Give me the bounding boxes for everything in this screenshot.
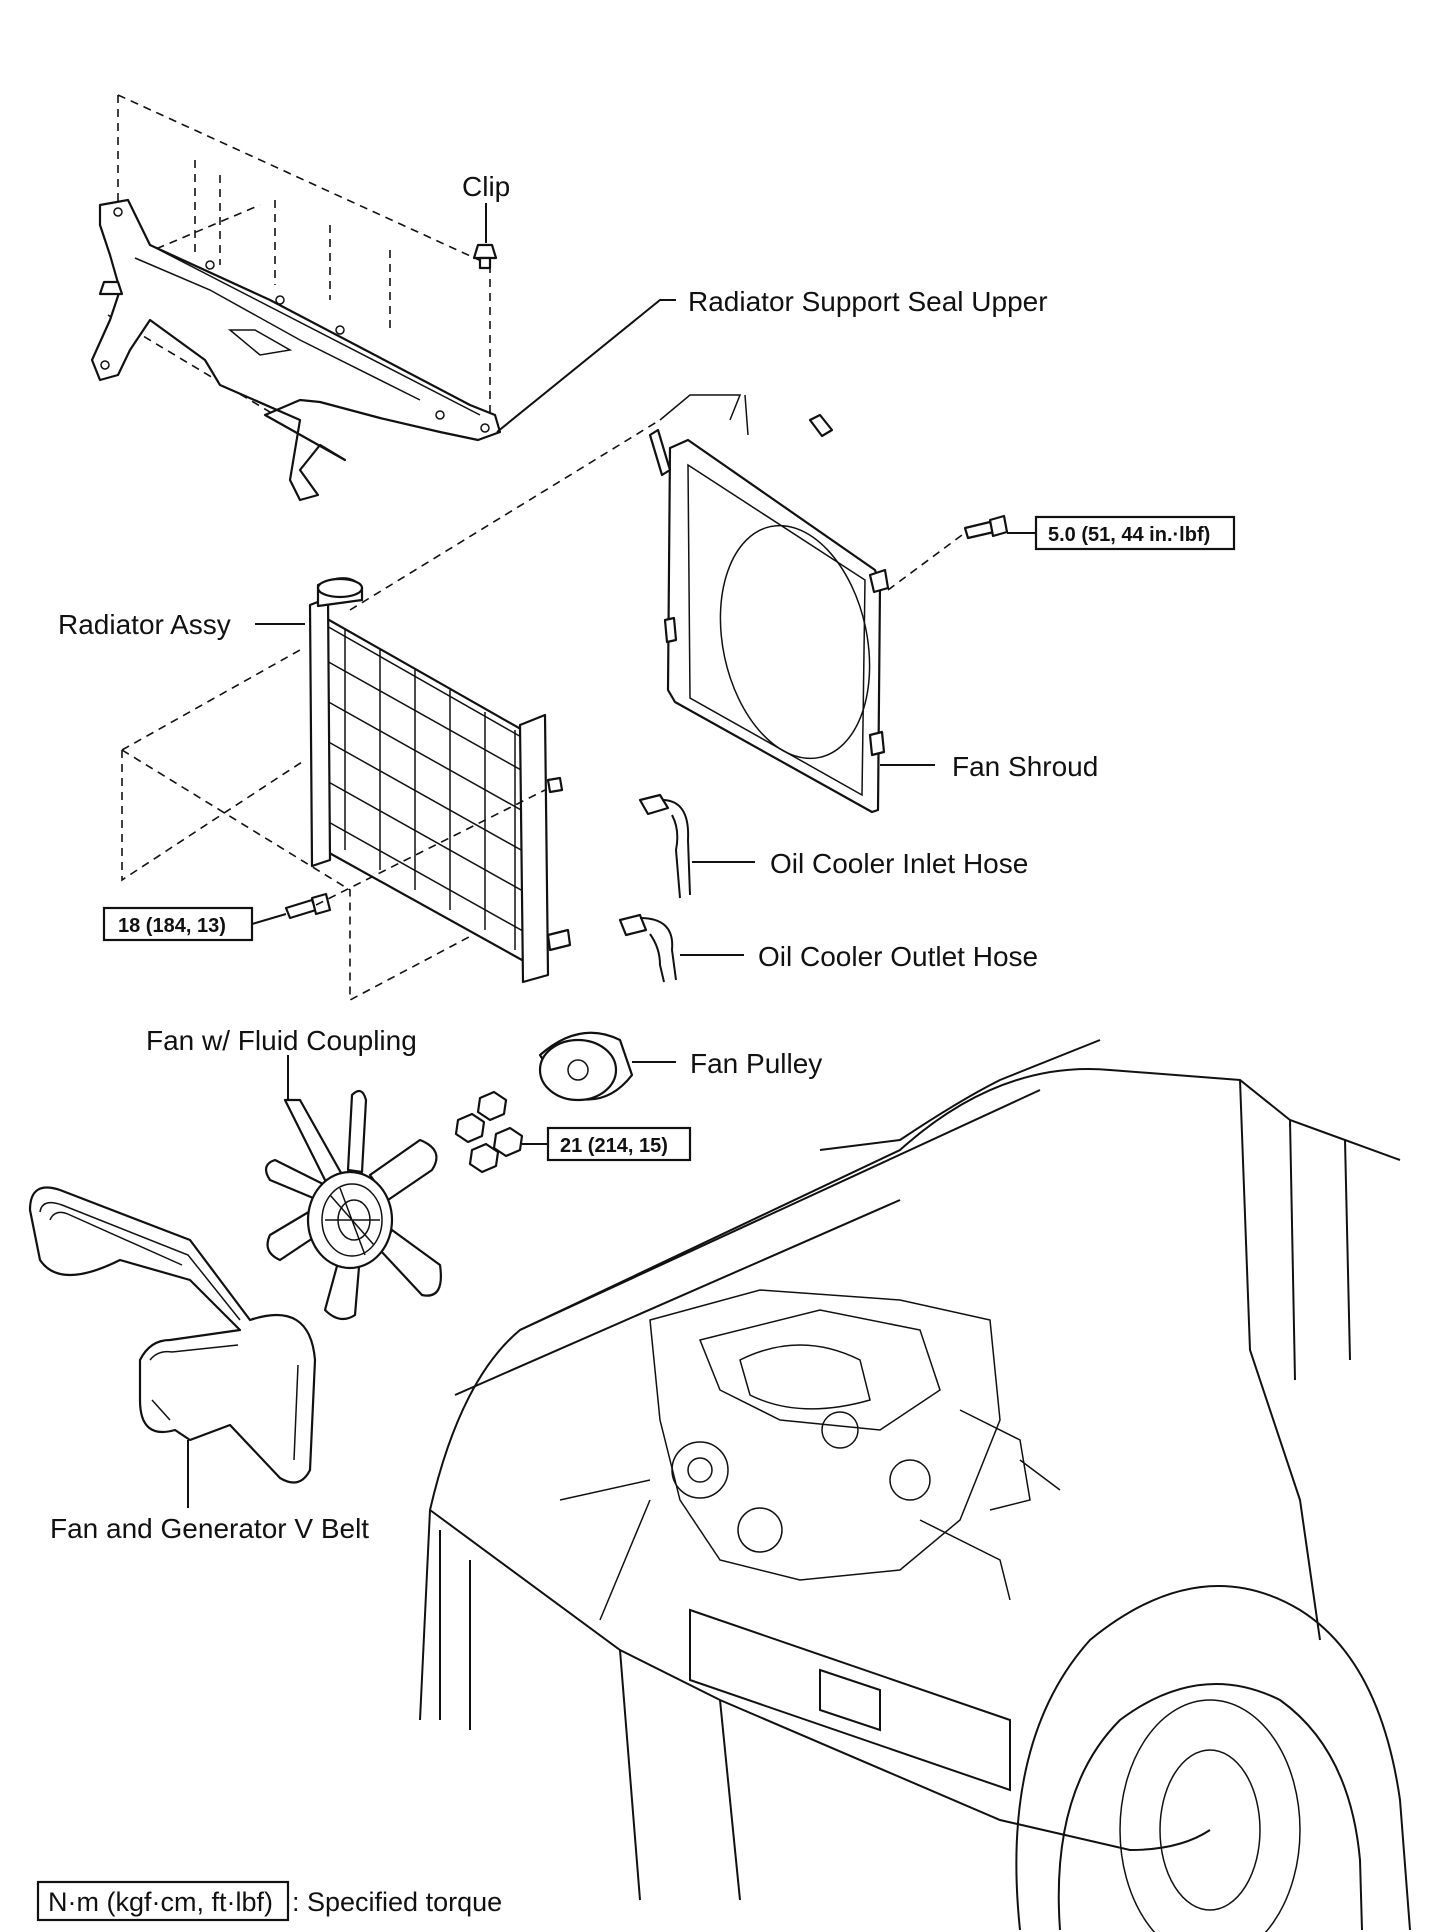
- fan-pulley-label: Fan Pulley: [690, 1048, 822, 1079]
- torque-legend-box: [36, 1880, 290, 1922]
- oil-cooler-outlet-hose-part: [618, 913, 677, 983]
- shroud-bolt: [808, 413, 1009, 540]
- fan-shroud-label: Fan Shroud: [952, 751, 1098, 782]
- clip-fastener: [98, 243, 498, 296]
- fan-shroud-part: [349, 394, 890, 814]
- radiator-torque-box: [102, 906, 254, 942]
- radiator-bolt: [284, 892, 332, 920]
- radiator-support-seal-upper-label: Radiator Support Seal Upper: [688, 286, 1048, 317]
- pulley-nut: [454, 1090, 524, 1174]
- oil-cooler-inlet-hose-part: [638, 793, 691, 899]
- radiator-assy-part: [121, 577, 572, 1002]
- fan-fluid-coupling-label: Fan w/ Fluid Coupling: [146, 1025, 417, 1056]
- radiator-torque-value: 18 (184, 13): [118, 915, 226, 937]
- pulley-torque-box: [546, 1126, 692, 1162]
- radiator-torque-leader: [251, 913, 287, 925]
- radiator-support-seal-upper-part: [90, 94, 502, 502]
- fan-generator-v-belt-label: Fan and Generator V Belt: [50, 1513, 369, 1544]
- fan-pulley-part: [538, 1031, 634, 1102]
- torque-legend-text: : Specified torque: [292, 1887, 502, 1917]
- pulley-torque-value: 21 (214, 15): [560, 1135, 668, 1157]
- fan-generator-v-belt-part: [28, 1186, 317, 1484]
- shroud-torque-box: [1034, 515, 1236, 551]
- shroud-torque-value: 5.0 (51, 44 in.·lbf): [1048, 524, 1210, 546]
- clip-label: Clip: [462, 171, 510, 202]
- oil-cooler-inlet-hose-label: Oil Cooler Inlet Hose: [770, 848, 1028, 879]
- torque-legend-unit: N·m (kgf·cm, ft·lbf): [48, 1887, 273, 1917]
- radiator-bolt-alignment: [315, 789, 546, 906]
- oil-cooler-outlet-hose-label: Oil Cooler Outlet Hose: [758, 941, 1038, 972]
- vehicle-outline: [419, 1039, 1411, 1932]
- radiator-assy-label: Radiator Assy: [58, 609, 231, 640]
- shroud-bolt-alignment: [887, 534, 963, 591]
- radiator-support-seal-upper-leader: [496, 299, 676, 433]
- fan-fluid-coupling-part: [264, 1089, 442, 1321]
